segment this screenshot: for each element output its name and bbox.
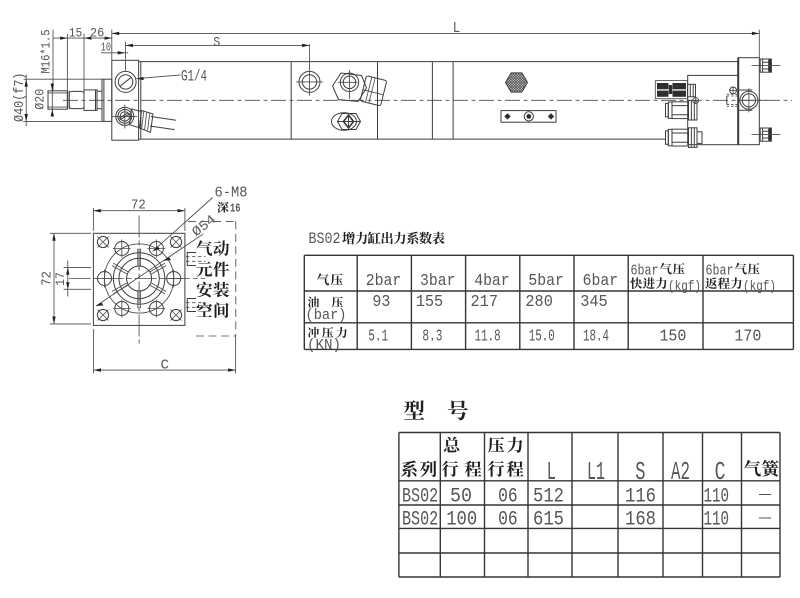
svg-text:5.1: 5.1 — [368, 326, 388, 345]
svg-text:(kgf): (kgf) — [668, 279, 701, 295]
svg-text:16: 16 — [230, 201, 241, 215]
svg-text:Ø20: Ø20 — [34, 89, 48, 110]
svg-text:C: C — [161, 359, 170, 374]
svg-text:6-M8: 6-M8 — [215, 185, 248, 202]
svg-text:100: 100 — [446, 509, 477, 532]
svg-text:Ø40(f7): Ø40(f7) — [13, 73, 28, 123]
svg-text:18.4: 18.4 — [583, 326, 609, 345]
svg-text:11.8: 11.8 — [475, 326, 501, 345]
svg-text:345: 345 — [580, 293, 608, 312]
svg-text:06: 06 — [498, 485, 517, 508]
svg-text:BS02: BS02 — [402, 485, 438, 508]
svg-text:06: 06 — [498, 509, 517, 532]
svg-text:280: 280 — [525, 293, 553, 312]
svg-text:110: 110 — [704, 485, 730, 508]
svg-text:72: 72 — [40, 271, 55, 286]
svg-text:72: 72 — [131, 198, 146, 213]
svg-text:C: C — [715, 457, 726, 487]
svg-text:6bar: 6bar — [706, 262, 734, 279]
svg-text:155: 155 — [416, 293, 444, 312]
svg-text:8.3: 8.3 — [422, 326, 442, 345]
svg-text:116: 116 — [625, 485, 656, 508]
svg-text:217: 217 — [471, 293, 499, 312]
svg-text:10: 10 — [101, 42, 111, 55]
svg-text:M16*1.5: M16*1.5 — [39, 30, 54, 74]
svg-text:150: 150 — [659, 328, 686, 347]
svg-text:170: 170 — [734, 328, 761, 347]
svg-text:168: 168 — [625, 509, 656, 532]
svg-text:4bar: 4bar — [474, 272, 510, 291]
svg-text:S: S — [213, 36, 220, 51]
svg-text:(kgf): (kgf) — [743, 279, 776, 295]
svg-text:G1/4: G1/4 — [181, 67, 207, 85]
svg-text:(KN): (KN) — [307, 338, 341, 354]
svg-text:93: 93 — [372, 293, 390, 312]
svg-text:(bar): (bar) — [306, 308, 347, 324]
svg-text:BS02: BS02 — [402, 509, 438, 532]
svg-text:26: 26 — [90, 25, 104, 40]
svg-text:6bar: 6bar — [583, 272, 619, 291]
svg-text:17: 17 — [54, 272, 68, 286]
svg-text:—: — — [758, 487, 773, 504]
svg-text:512: 512 — [533, 485, 564, 508]
svg-text:615: 615 — [533, 509, 564, 532]
svg-text:15.0: 15.0 — [529, 326, 555, 345]
svg-text:2bar: 2bar — [366, 272, 402, 291]
svg-text:A2: A2 — [671, 457, 690, 487]
svg-text:3bar: 3bar — [420, 272, 456, 291]
svg-text:S: S — [635, 457, 645, 487]
svg-text:6bar: 6bar — [631, 262, 659, 279]
svg-text:110: 110 — [704, 509, 730, 532]
svg-text:50: 50 — [450, 485, 472, 508]
svg-text:—: — — [758, 510, 773, 527]
svg-text:L: L — [453, 20, 461, 37]
svg-text:L: L — [547, 457, 556, 487]
svg-text:5bar: 5bar — [528, 272, 564, 291]
svg-text:BS02: BS02 — [309, 230, 341, 248]
svg-text:15: 15 — [69, 25, 83, 40]
svg-text:L1: L1 — [587, 457, 605, 487]
